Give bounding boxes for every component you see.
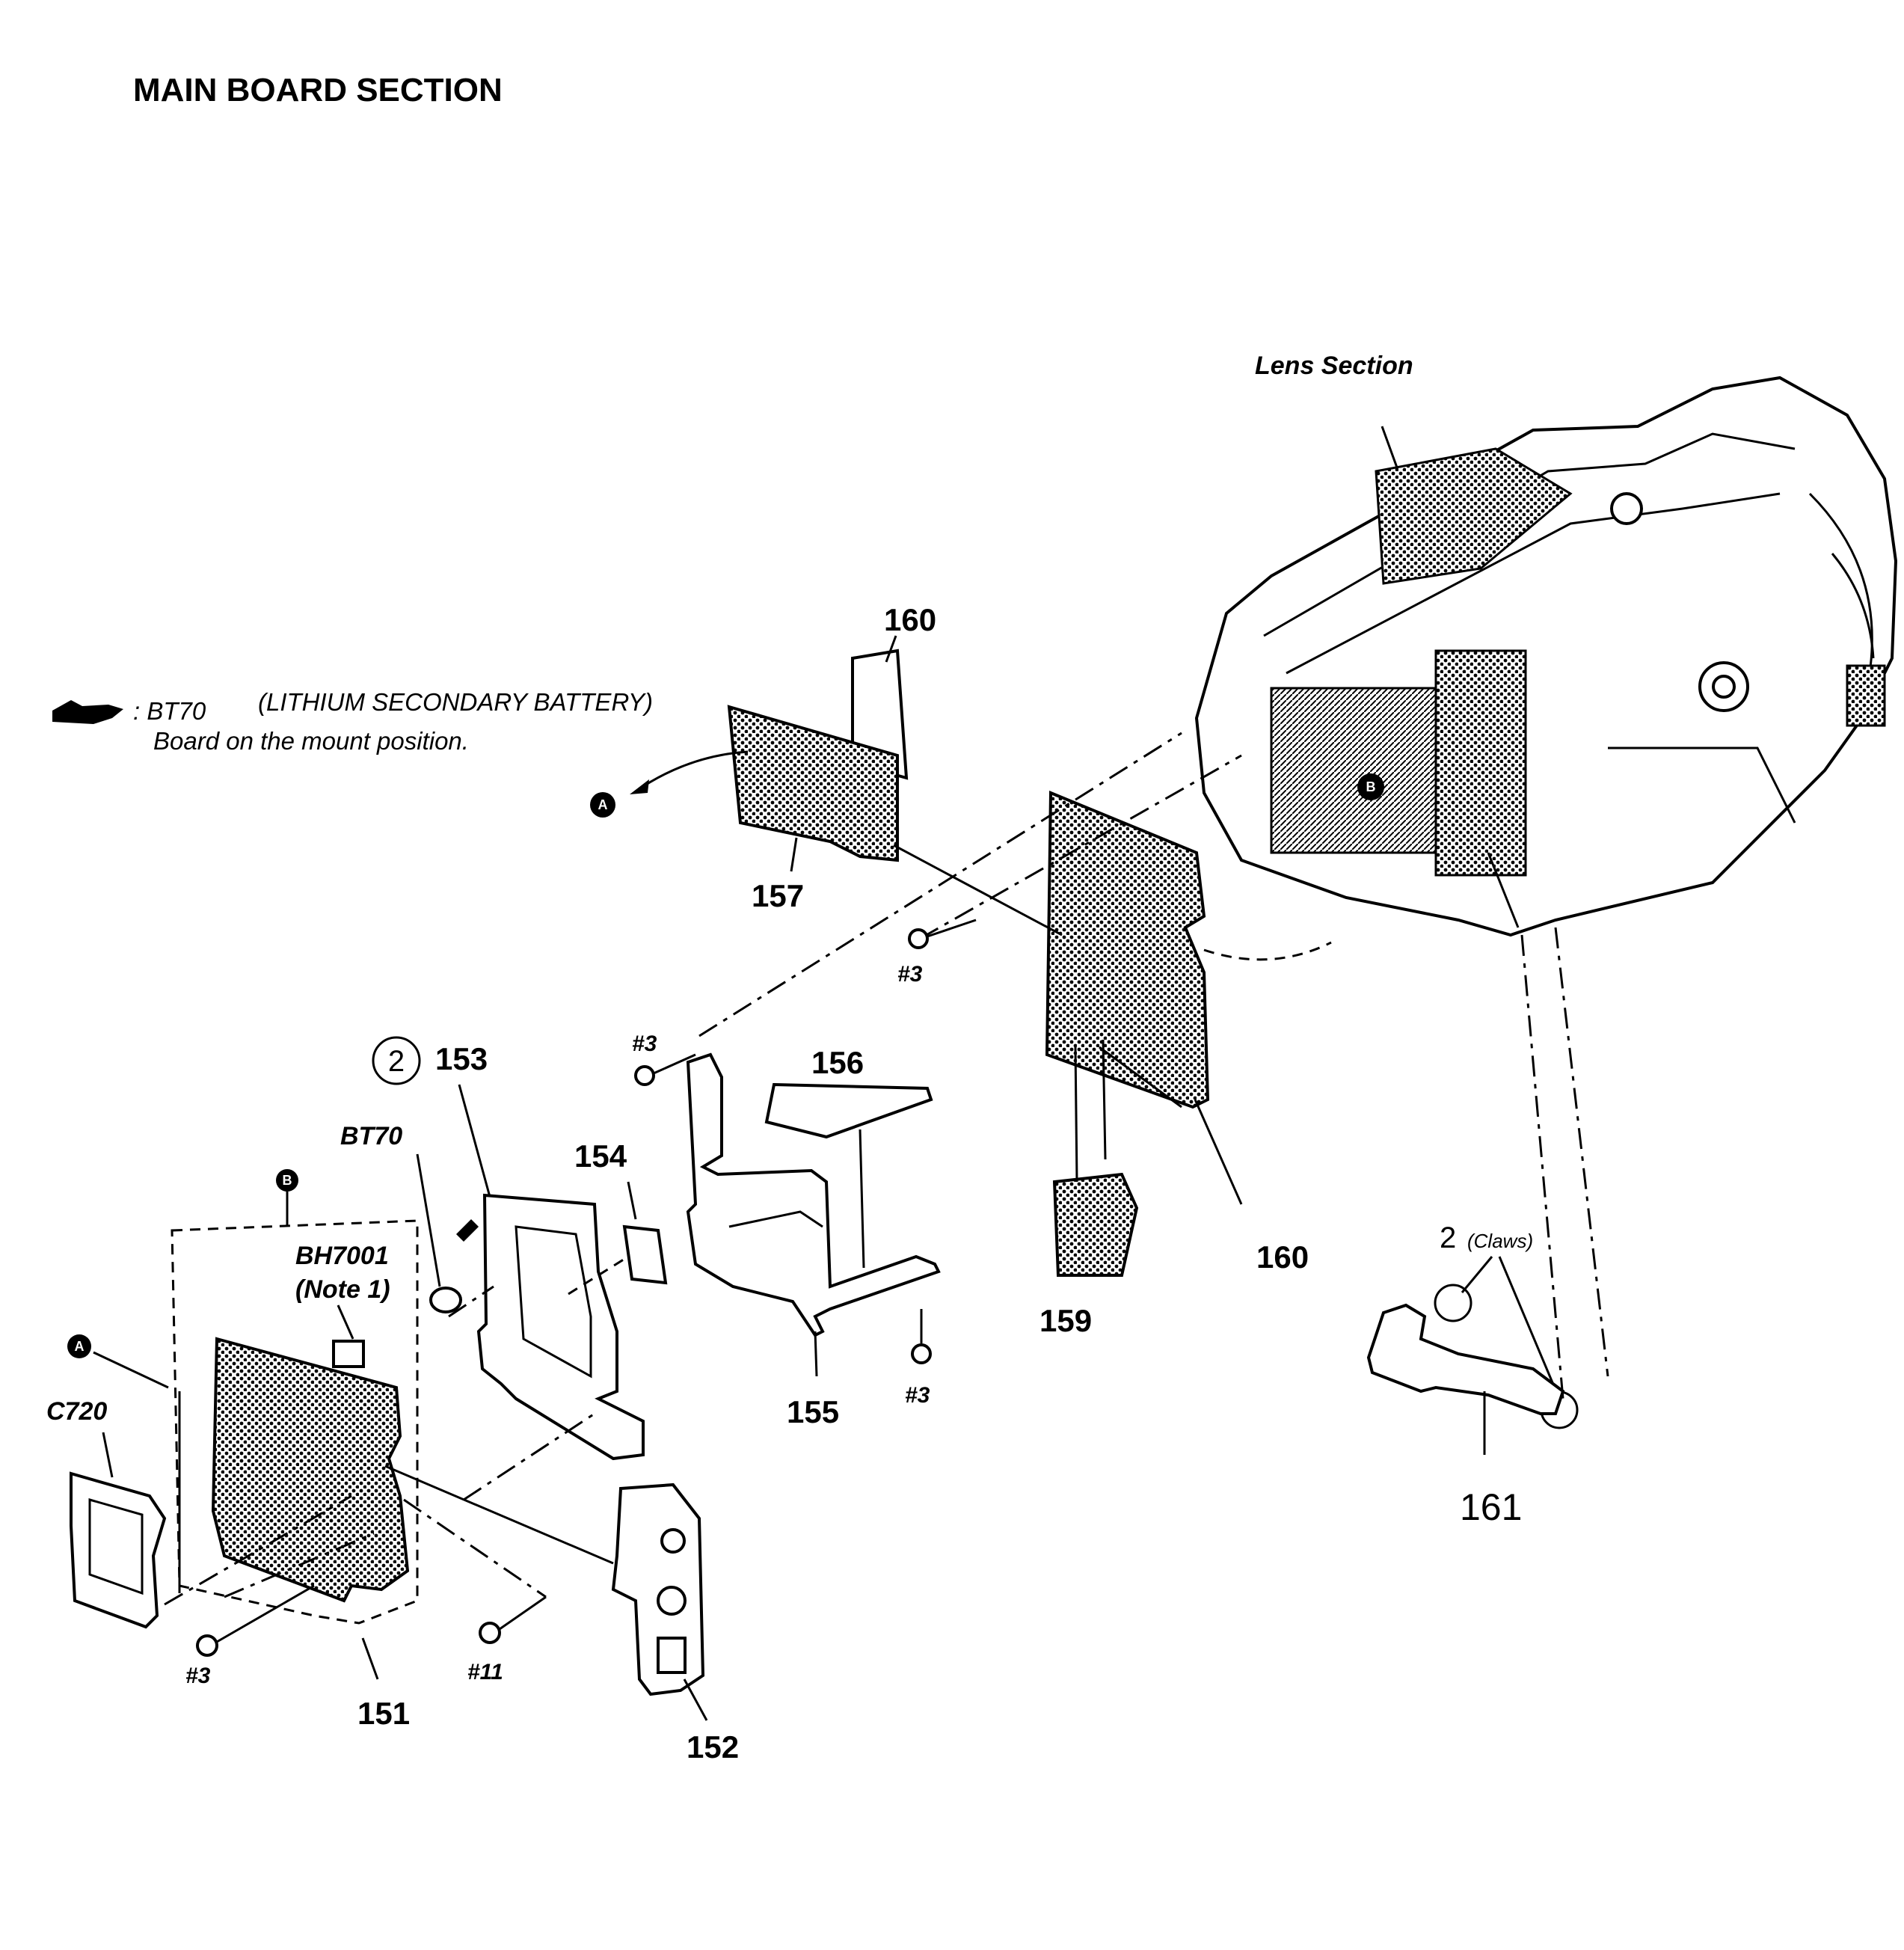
bh7001-label: BH7001 (295, 1242, 389, 1270)
part-156: 156 (764, 1045, 933, 1269)
svg-text:B: B (283, 1173, 292, 1188)
marker-b-body: B (1357, 773, 1384, 800)
screw-11-label: #11 (467, 1660, 503, 1684)
marker-b-151: B (276, 1169, 298, 1227)
svg-text:A: A (75, 1339, 85, 1354)
marker-a-151: A (67, 1334, 169, 1389)
part-154: 154 (568, 1138, 668, 1296)
part-156-label: 156 (811, 1045, 864, 1080)
c720-label: C720 (46, 1397, 107, 1426)
page-title: MAIN BOARD SECTION (133, 72, 503, 108)
claws-text: (Claws) (1467, 1230, 1533, 1252)
screw-3-155-right: #3 (905, 1309, 932, 1408)
part-161-label: 161 (1460, 1486, 1522, 1528)
part-159: 159 (1039, 1172, 1139, 1338)
note1-label: (Note 1) (295, 1275, 390, 1304)
screw-11: #11 (467, 1595, 547, 1684)
note-mount-position: Board on the mount position. (153, 727, 469, 755)
part-151: BH7001 (Note 1) 151 (171, 1219, 419, 1731)
lens-section-assembly: Lens Section (1194, 352, 1898, 937)
part-155: 155 (686, 1052, 941, 1429)
part-161: 2 (Claws) 161 (1366, 1221, 1579, 1528)
part-158-label: 160 (884, 602, 936, 637)
part-bt70: BT70 (340, 1122, 479, 1313)
part-160: 160 (1045, 791, 1309, 1275)
part-155-label: 155 (787, 1394, 839, 1429)
note-bt70-ref: : BT70 (133, 697, 206, 725)
pointing-hand-icon (52, 700, 123, 724)
part-160-label: 160 (1256, 1239, 1309, 1275)
screw-3-155-right-label: #3 (905, 1383, 930, 1408)
part-153-label: 153 (435, 1041, 488, 1076)
svg-text:A: A (598, 797, 608, 812)
svg-text:B: B (1366, 779, 1376, 794)
part-153: 2 153 (372, 1036, 645, 1461)
part-154-label: 154 (574, 1138, 627, 1174)
screw-3-upper-label: #3 (897, 962, 923, 987)
screw-3-lower-left: #3 (185, 1584, 315, 1688)
claws-count: 2 (1440, 1221, 1456, 1254)
lens-section-label: Lens Section (1255, 352, 1413, 380)
note-bt70-desc: (LITHIUM SECONDARY BATTERY) (258, 688, 653, 716)
part-157: 157 (727, 705, 899, 913)
screw-3-upper: #3 (897, 919, 977, 987)
part-152: 152 (611, 1483, 739, 1764)
part-151-label: 151 (357, 1696, 410, 1731)
screw-3-155-left: #3 (632, 1031, 696, 1086)
screw-3-lower-left-label: #3 (185, 1664, 211, 1688)
svg-text:2: 2 (388, 1045, 405, 1078)
part-157-label: 157 (752, 878, 804, 913)
part-152-label: 152 (687, 1729, 739, 1764)
part-c720: C720 (46, 1397, 167, 1629)
screw-3-155-left-label: #3 (632, 1031, 657, 1056)
marker-a-top: A (590, 792, 615, 818)
bt70-label: BT70 (340, 1122, 402, 1150)
part-159-label: 159 (1039, 1303, 1092, 1338)
